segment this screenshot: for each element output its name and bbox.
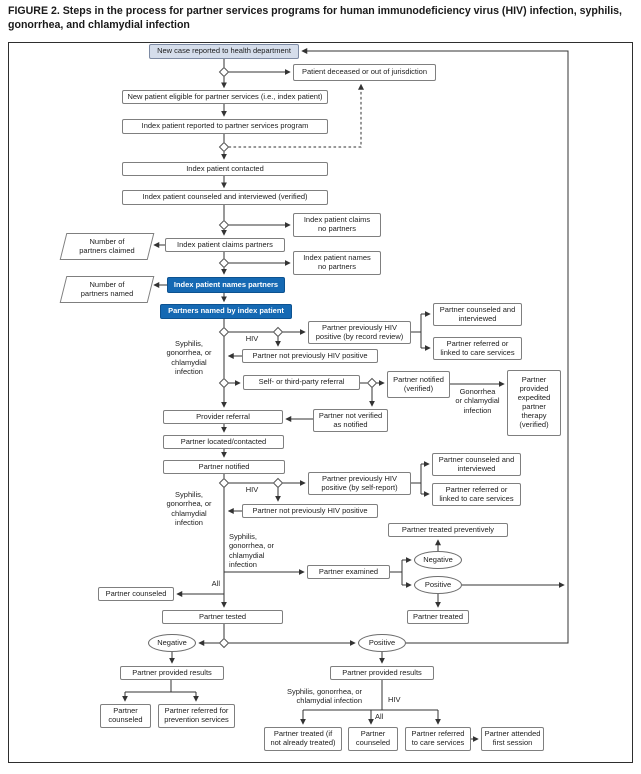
node-names-no-partners: Index patient names no partners: [293, 251, 381, 275]
node-self-third-party-referral: Self- or third-party referral: [243, 375, 360, 390]
node-partner-counseled-b: Partner counseled: [100, 704, 151, 728]
node-treated-preventively: Partner treated preventively: [388, 523, 508, 537]
edge-label-stds-b: Syphilis, gonorrhea, or chlamydial infec…: [166, 490, 212, 528]
node-number-partners-named: Number of partners named: [63, 276, 151, 303]
node-negative-test: Negative: [148, 634, 196, 652]
node-positive-exam: Positive: [414, 576, 462, 594]
node-partner-counseled-interviewed-a: Partner counseled and interviewed: [433, 303, 522, 326]
node-provider-referral: Provider referral: [163, 410, 283, 424]
node-partner-counseled-a: Partner counseled: [98, 587, 174, 601]
node-number-partners-claimed: Number of partners claimed: [63, 233, 151, 260]
node-index-counseled-interviewed: Index patient counseled and interviewed …: [122, 190, 328, 205]
node-partner-counseled-interviewed-b: Partner counseled and interviewed: [432, 453, 521, 476]
node-negative-exam: Negative: [414, 551, 462, 569]
edge-label-hiv-a: HIV: [245, 334, 259, 343]
node-prev-hiv-self-report: Partner previously HIV positive (by self…: [308, 472, 411, 495]
edge-label-stds-c: Syphilis, gonorrhea, or chlamydial infec…: [229, 532, 275, 570]
node-partner-notified-verified: Partner notified (verified): [387, 371, 450, 398]
node-treated-if-needed: Partner treated (if not already treated): [264, 727, 342, 751]
edge-label-all-b: All: [375, 712, 384, 721]
node-partner-tested: Partner tested: [162, 610, 283, 624]
node-new-patient-eligible: New patient eligible for partner service…: [122, 90, 328, 104]
node-partners-named-by-index: Partners named by index patient: [160, 304, 292, 319]
node-positive-test: Positive: [358, 634, 406, 652]
node-expedited-partner-therapy: Partner provided expedited partner thera…: [507, 370, 561, 436]
node-partner-referred-care-b: Partner referred or linked to care servi…: [432, 483, 521, 506]
node-referred-care-services: Partner referred to care services: [405, 727, 471, 751]
node-claims-partners: Index patient claims partners: [165, 238, 285, 252]
node-not-prev-hiv-a: Partner not previously HIV positive: [242, 349, 378, 363]
node-reported-to-program: Index patient reported to partner servic…: [122, 119, 328, 134]
edge-label-stds-d: Syphilis, gonorrhea, or chlamydial infec…: [286, 687, 362, 706]
node-results-positive: Partner provided results: [330, 666, 434, 680]
node-partner-treated: Partner treated: [407, 610, 469, 624]
edge-label-hiv-c: HIV: [388, 695, 401, 704]
node-new-case: New case reported to health department: [149, 44, 299, 59]
node-partner-examined: Partner examined: [307, 565, 390, 579]
node-prev-hiv-record-review: Partner previously HIV positive (by reco…: [308, 321, 411, 344]
edge-label-hiv-b: HIV: [245, 485, 259, 494]
node-names-partners: Index patient names partners: [167, 277, 285, 293]
node-partner-located: Partner located/contacted: [163, 435, 284, 449]
node-results-negative: Partner provided results: [120, 666, 224, 680]
node-partner-notified: Partner notified: [163, 460, 285, 474]
node-referred-prevention: Partner referred for prevention services: [158, 704, 235, 728]
edge-label-all-a: All: [211, 579, 220, 588]
node-partner-referred-care-a: Partner referred or linked to care servi…: [433, 337, 522, 360]
node-attended-first-session: Partner attended first session: [481, 727, 544, 751]
node-patient-deceased: Patient deceased or out of jurisdiction: [293, 64, 436, 81]
node-not-prev-hiv-b: Partner not previously HIV positive: [242, 504, 378, 518]
edge-label-gonorrhea-chlamydia: Gonorrhea or chlamydial infection: [455, 387, 500, 415]
node-index-contacted: Index patient contacted: [122, 162, 328, 176]
node-not-verified-as-notified: Partner not verified as notified: [313, 409, 388, 432]
node-partner-counseled-c: Partner counseled: [348, 727, 398, 751]
figure-title: FIGURE 2. Steps in the process for partn…: [8, 5, 622, 31]
node-claims-no-partners: Index patient claims no partners: [293, 213, 381, 237]
edge-label-stds-a: Syphilis, gonorrhea, or chlamydial infec…: [166, 339, 212, 377]
